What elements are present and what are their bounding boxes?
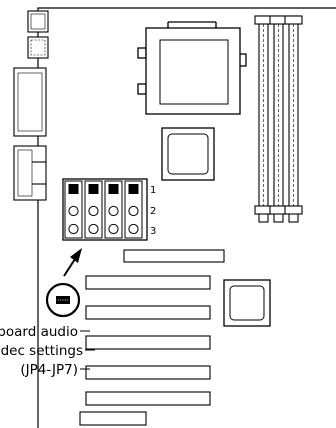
jumper-pin-filled xyxy=(88,184,99,194)
cpu-socket xyxy=(137,21,247,115)
dimm-slot-1 xyxy=(254,15,273,223)
memory-slots xyxy=(254,15,303,223)
pci-slot-4 xyxy=(85,365,211,380)
pointer-arrow xyxy=(63,248,82,277)
jumper-pin-open xyxy=(68,205,79,217)
jumper-pin-open xyxy=(88,223,99,235)
jumper-block-jp4-jp7: 1 2 3 xyxy=(62,178,156,241)
pci-slot-2 xyxy=(85,305,211,320)
jumper-location-marker xyxy=(45,282,81,318)
pin-label-3: 3 xyxy=(150,226,156,237)
jumper-column-jp4 xyxy=(64,180,83,239)
callout-caption: Onboard audio codec settings (JP4-JP7) xyxy=(0,324,95,378)
io-connectors xyxy=(13,10,49,201)
callout-line-1: Onboard audio xyxy=(0,324,78,340)
pin-label-2: 2 xyxy=(150,206,156,217)
jumper-pin-open xyxy=(68,223,79,235)
jumper-pin-filled xyxy=(128,184,139,194)
jumper-column-jp5 xyxy=(84,180,103,239)
jumper-pin-open xyxy=(128,223,139,235)
pci-slot-1 xyxy=(85,275,211,290)
dimm-slot-2 xyxy=(269,15,288,223)
jumper-pin-filled xyxy=(68,184,79,194)
jumper-pin-open xyxy=(108,205,119,217)
callout-line-3: (JP4-JP7) xyxy=(20,362,78,378)
jumper-column-jp7 xyxy=(124,180,143,239)
pci-slot-3 xyxy=(85,335,211,350)
agp-slot xyxy=(123,249,225,263)
pin-label-1: 1 xyxy=(150,185,156,196)
jumper-pin-open xyxy=(108,223,119,235)
north-bridge-chip xyxy=(161,127,215,181)
jumper-pin-open xyxy=(88,205,99,217)
isa-slot xyxy=(79,411,147,426)
board-outline xyxy=(37,7,336,428)
dimm-slot-3 xyxy=(284,15,303,223)
callout-line-2: codec settings xyxy=(0,343,83,359)
jumper-pin-open xyxy=(128,205,139,217)
pci-slot-5 xyxy=(85,391,211,406)
jumper-column-jp6 xyxy=(104,180,123,239)
jumper-pin-filled xyxy=(108,184,119,194)
expansion-slots xyxy=(79,275,211,426)
south-bridge-chip xyxy=(223,279,271,327)
